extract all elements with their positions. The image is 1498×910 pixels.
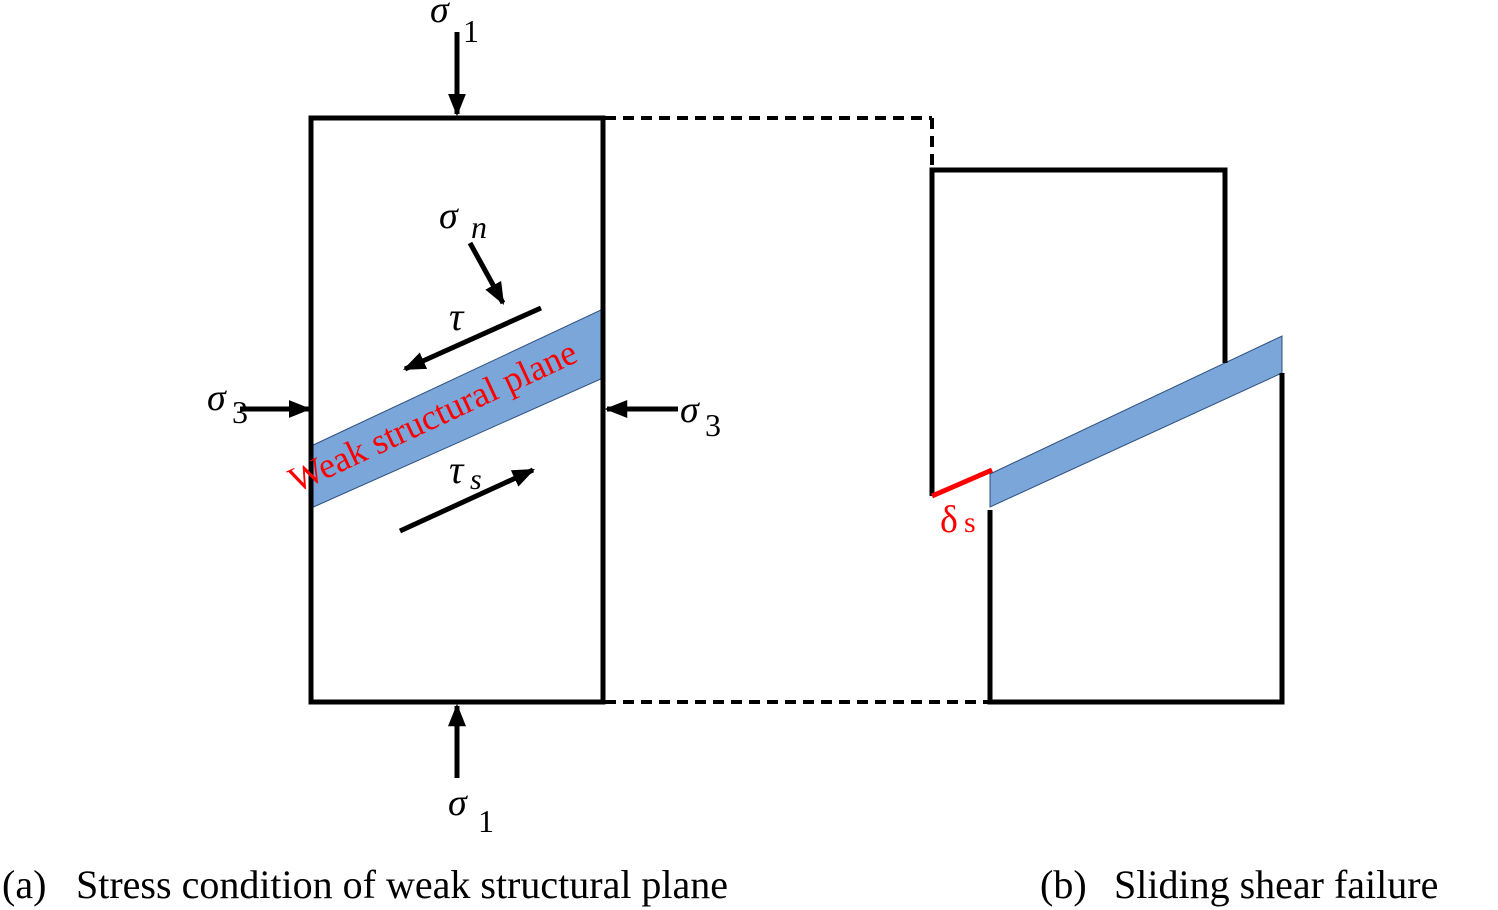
tau-s-symbol: τ xyxy=(449,447,465,492)
tau-s-arrow xyxy=(398,467,536,534)
lower-block-outline xyxy=(987,373,1285,705)
sigma3-right-subscript: 3 xyxy=(705,407,721,443)
sigma-n-subscript: n xyxy=(471,209,487,245)
delta-s-symbol: δ xyxy=(940,499,958,541)
delta-s-subscript: s xyxy=(964,506,976,539)
caption-a-tag: (a) xyxy=(2,862,46,907)
sigma-n-symbol: σ xyxy=(439,195,459,237)
tau-arrow xyxy=(402,305,543,372)
upper-block-outline xyxy=(929,167,1228,496)
caption-b-tag: (b) xyxy=(1040,862,1087,907)
tau-symbol: τ xyxy=(449,294,465,339)
weak-plane-band-b xyxy=(989,335,1283,508)
specimen-b xyxy=(929,167,1285,705)
sigma1-bottom-symbol: σ xyxy=(448,782,468,824)
dashed-connector-top xyxy=(605,116,934,170)
caption-a-text: Stress condition of weak structural plan… xyxy=(76,862,728,907)
sigma3-left-symbol: σ xyxy=(207,377,227,419)
sigma3-right-symbol: σ xyxy=(680,389,700,431)
sigma1-bottom-subscript: 1 xyxy=(478,803,494,839)
tau-s-subscript: s xyxy=(470,463,482,496)
sigma1-top-symbol: σ xyxy=(430,0,450,31)
slip-displacement-line xyxy=(931,467,993,499)
caption-b-text: Sliding shear failure xyxy=(1114,862,1438,907)
sigma1-top-subscript: 1 xyxy=(463,13,479,49)
sigma3-left-subscript: 3 xyxy=(232,394,248,430)
sigma-n-arrow xyxy=(467,241,506,305)
